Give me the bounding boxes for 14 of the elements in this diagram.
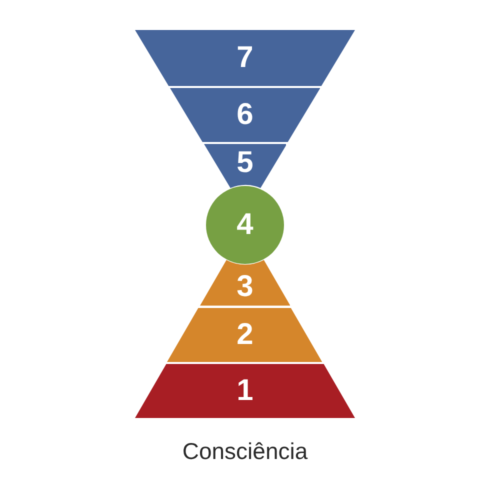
level-number: 3 — [236, 272, 254, 302]
caption-text: Consciência — [182, 438, 308, 466]
trapezoid-band — [200, 260, 290, 306]
trapezoid-band — [135, 30, 355, 86]
trapezoid-band — [135, 364, 355, 418]
level-number: 2 — [236, 320, 254, 350]
trapezoid-band — [170, 88, 320, 142]
level-number: 1 — [236, 376, 254, 406]
level-number: 5 — [236, 148, 254, 178]
trapezoid-band — [167, 308, 323, 362]
level-number: 7 — [236, 43, 254, 73]
trapezoid-band — [204, 144, 286, 188]
level-number: 4 — [236, 210, 254, 240]
level-number: 6 — [236, 100, 254, 130]
